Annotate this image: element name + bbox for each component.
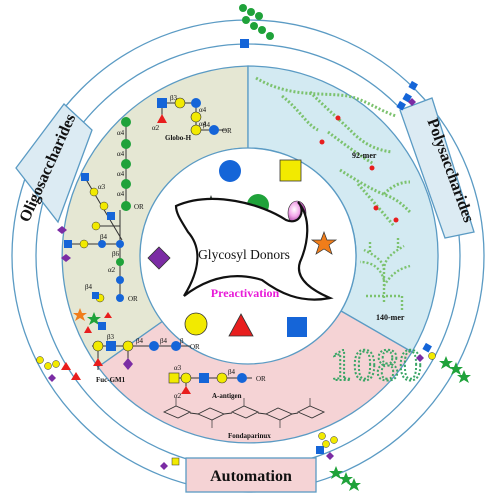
svg-text:α2: α2 <box>152 124 160 132</box>
automation-chain-bottom <box>160 432 361 491</box>
automation-chain-top <box>239 4 274 48</box>
svg-text:β4: β4 <box>85 283 93 291</box>
automation-chain-bottom-left <box>36 356 81 382</box>
donor-swoosh <box>174 197 334 301</box>
fuc-triangle-icon <box>228 313 254 337</box>
fondaparinux-label: Fondaparinux <box>228 432 271 440</box>
svg-text:β4: β4 <box>203 121 211 129</box>
140-mer-label: 140-mer <box>376 313 405 322</box>
yellow-circle-icon <box>184 312 208 336</box>
a-antigen-structure: α3 β4 OR α2 A-antigen <box>168 364 266 400</box>
svg-text:β3: β3 <box>170 94 178 102</box>
svg-text:α4: α4 <box>199 106 207 114</box>
fuc-gm1-structure: β3 β4 β4 β OR Fuc-GM1 <box>92 333 200 384</box>
svg-text:α3: α3 <box>174 364 182 372</box>
svg-text:OR: OR <box>128 295 138 303</box>
svg-text:α4: α4 <box>117 129 125 137</box>
svg-text:β: β <box>180 337 184 345</box>
orange-star-icon <box>310 231 338 255</box>
svg-text:OR: OR <box>222 127 232 135</box>
alpha4-oligomer-chain: α4 α4 α4 α4 OR <box>117 117 144 211</box>
automation-label: Automation <box>210 468 292 485</box>
svg-text:α4: α4 <box>117 170 125 178</box>
svg-text:α2: α2 <box>174 392 182 400</box>
svg-text:OR: OR <box>256 375 266 383</box>
polysaccharide-140mer: 140-mer <box>359 236 411 322</box>
center-title: Glycosyl Donors <box>198 247 290 262</box>
a-antigen-label: A-antigen <box>212 392 242 400</box>
branched-glycan-structure: β4 β6 α2 OR α3 β4 <box>57 173 138 303</box>
svg-text:α2: α2 <box>108 266 116 274</box>
svg-text:OR: OR <box>190 343 200 351</box>
fucosylated-star-cluster <box>73 292 112 333</box>
glc-circle-icon <box>219 160 241 182</box>
svg-text:α3: α3 <box>98 183 106 191</box>
svg-text:α4: α4 <box>199 120 207 128</box>
globo-h-label: Globo-H <box>165 134 192 142</box>
svg-text:α4: α4 <box>117 150 125 158</box>
svg-text:β4: β4 <box>228 368 236 376</box>
automation-tab: Automation <box>185 457 317 493</box>
fuc-gm1-label: Fuc-GM1 <box>96 376 126 384</box>
glcnac-square-icon <box>287 317 307 337</box>
svg-text:β4: β4 <box>136 337 144 345</box>
svg-text:α4: α4 <box>117 190 125 198</box>
92-mer-label: 92-mer <box>352 151 377 160</box>
oligosaccharides-tab: Oligosaccharides <box>15 103 93 225</box>
svg-text:β4: β4 <box>160 337 168 345</box>
automation-chain-right <box>396 80 418 111</box>
svg-text:β6: β6 <box>112 250 120 258</box>
automation-chain-bottom-right <box>416 342 471 383</box>
fondaparinux-structure: Fondaparinux <box>162 398 326 440</box>
center-subtitle: Preactivation <box>211 286 280 300</box>
1080-mer-label: 1080 <box>330 339 422 390</box>
globo-h-structure: β3 α4 α4 β4 α2 OR Globo-H <box>152 94 232 142</box>
sia-diamond-icon <box>147 246 171 270</box>
svg-text:β4: β4 <box>100 233 108 241</box>
polysaccharide-92mer: 92-mer <box>255 76 412 227</box>
donor-shapes <box>147 159 338 337</box>
svg-text:β3: β3 <box>107 333 115 341</box>
svg-text:OR: OR <box>134 203 144 211</box>
gal-square-icon <box>279 159 302 182</box>
